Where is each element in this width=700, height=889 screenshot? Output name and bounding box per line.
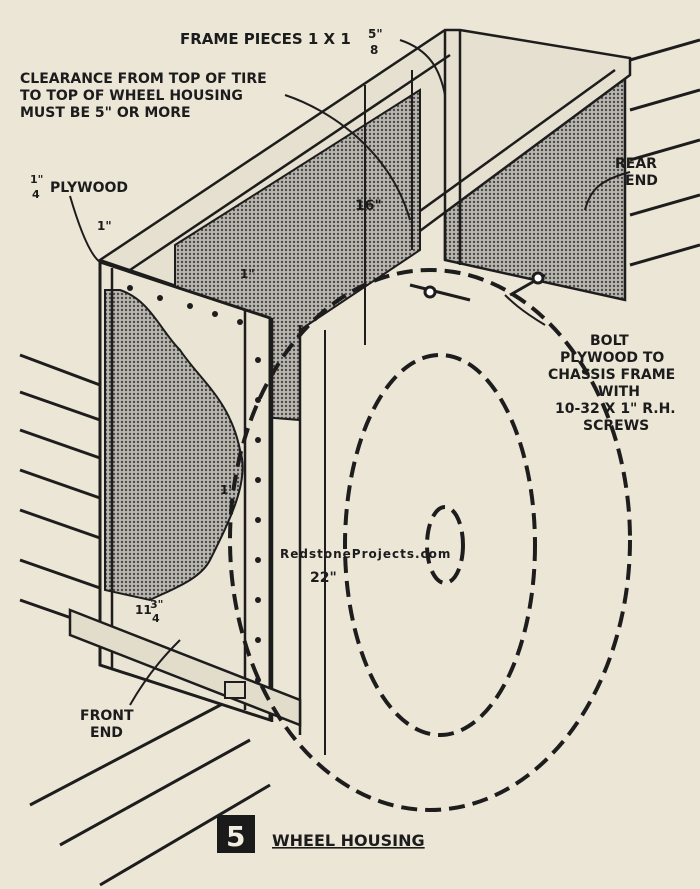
label-rear-end-1: REAR <box>615 156 657 172</box>
dim-11-num: 3" <box>150 598 163 611</box>
label-bolt-6: SCREWS <box>583 418 649 434</box>
tire <box>228 268 632 812</box>
chassis-rails-right <box>629 38 700 267</box>
label-clearance-1: CLEARANCE FROM TOP OF TIRE <box>20 71 267 87</box>
figure-caption: WHEEL HOUSING <box>272 831 425 850</box>
dim-1-top: 1" <box>97 219 112 233</box>
label-bolt-4: WITH <box>598 384 640 400</box>
dim-1-mid: 1" <box>240 267 255 281</box>
label-clearance-3: MUST BE 5" OR MORE <box>20 105 191 121</box>
dim-11-den: 4 <box>152 612 160 625</box>
label-bolt-2: PLYWOOD TO <box>560 350 664 366</box>
cutaway-shading <box>104 289 244 602</box>
label-rear-end-2: END <box>625 173 658 189</box>
label-clearance-2: TO TOP OF WHEEL HOUSING <box>20 88 243 104</box>
dimension-lines <box>324 70 413 755</box>
chassis-rails <box>19 353 271 887</box>
label-front-end-2: END <box>90 725 123 741</box>
bolts <box>409 271 546 302</box>
label-front-end-1: FRONT <box>80 708 134 724</box>
leader-lines <box>69 39 631 706</box>
bottom-block <box>224 681 246 699</box>
screw-holes <box>127 285 261 683</box>
dim-1-side: 1" <box>220 483 235 497</box>
figure-number: 5 <box>226 820 245 853</box>
label-plywood: PLYWOOD <box>50 180 128 196</box>
dim-16: 16" <box>355 198 382 214</box>
dim-22: 22" <box>310 570 337 586</box>
label-plywood-den: 4 <box>32 188 40 201</box>
label-bolt-1: BOLT <box>590 333 629 349</box>
label-frame-pieces: FRAME PIECES 1 X 1 <box>180 30 351 48</box>
watermark: RedstoneProjects.com <box>280 547 451 561</box>
label-bolt-5: 10-32 X 1" R.H. <box>555 401 676 417</box>
label-frame-pieces-num: 5" <box>368 27 383 41</box>
figure-number-box <box>217 815 255 853</box>
label-bolt-3: CHASSIS FRAME <box>548 367 675 383</box>
dim-11-whole: 11 <box>135 603 152 617</box>
label-frame-pieces-den: 8 <box>370 43 378 57</box>
label-plywood-num: 1" <box>30 173 43 186</box>
